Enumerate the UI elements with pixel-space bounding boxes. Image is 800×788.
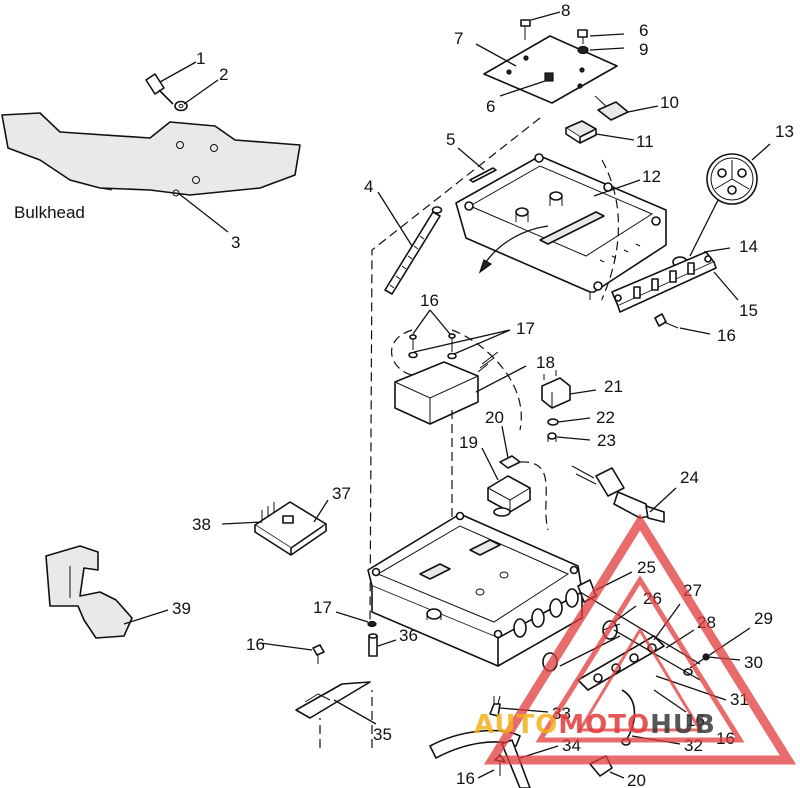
callout-6-lower: 6 <box>486 97 495 116</box>
dash-coil <box>519 461 549 531</box>
callout-23: 23 <box>597 431 616 450</box>
callout-18: 18 <box>536 353 555 372</box>
callout-14: 14 <box>739 237 758 256</box>
callout-3: 3 <box>231 233 240 252</box>
callout-5: 5 <box>446 130 455 149</box>
screw-part-6-top <box>577 29 588 44</box>
callout-24: 24 <box>680 468 699 487</box>
callout-37: 37 <box>332 484 351 503</box>
dash-loop-screws <box>391 329 522 431</box>
callout-10: 10 <box>660 93 679 112</box>
leader-part-13-face <box>689 199 719 257</box>
bracket-part-35 <box>295 681 373 748</box>
callout-11: 11 <box>636 132 654 151</box>
callout-16-left: 16 <box>246 635 265 654</box>
callout-29: 29 <box>754 609 773 628</box>
screw-part-16-right <box>654 313 679 329</box>
nut-part-22 <box>547 418 559 426</box>
module-part-18 <box>394 351 499 425</box>
screw-part-16-upper-left <box>409 334 417 350</box>
screw-part-16-upper-right <box>448 333 456 352</box>
watermark-middle: MOTO <box>558 710 650 740</box>
mounting-plate-part-7 <box>483 35 618 104</box>
spacer-part-23 <box>547 432 557 442</box>
callout-25: 25 <box>637 558 656 577</box>
washer-part-17-lower <box>367 620 377 628</box>
callout-21: 21 <box>604 377 623 396</box>
callouts: 1 2 3 4 5 6 6 7 8 9 10 11 12 13 14 15 16… <box>123 1 794 788</box>
callout-17-upper: 17 <box>516 319 535 338</box>
bolt-part-1 <box>145 73 174 105</box>
callout-17-lower: 17 <box>313 598 332 617</box>
callout-22: 22 <box>596 408 615 427</box>
callout-16-bottom: 16 <box>456 769 475 788</box>
callout-38: 38 <box>192 515 211 534</box>
callout-2: 2 <box>219 65 228 84</box>
callout-12: 12 <box>642 167 661 186</box>
callout-30: 30 <box>744 653 763 672</box>
connector-part-10 <box>594 95 629 121</box>
assembly-line-left <box>369 117 541 625</box>
screw-part-6-lower <box>544 72 554 82</box>
callout-6-top: 6 <box>639 21 648 40</box>
callout-19: 19 <box>459 433 478 452</box>
box-base <box>367 511 583 667</box>
screw-part-8 <box>520 19 531 40</box>
callout-1: 1 <box>196 49 205 68</box>
circuit-board-part-37 <box>254 501 327 556</box>
coil-part-19 <box>487 475 531 517</box>
watermark-prefix: AUTO <box>474 710 558 740</box>
callout-35: 35 <box>373 725 392 744</box>
callout-7: 7 <box>454 29 463 48</box>
callout-16-right: 16 <box>717 326 736 345</box>
callout-20-upper: 20 <box>485 408 504 427</box>
box-cover-part-12 <box>455 153 667 300</box>
callout-20-lower: 20 <box>627 771 646 788</box>
callout-39: 39 <box>172 599 191 618</box>
washer-part-9 <box>577 45 589 55</box>
callout-16-upper: 16 <box>420 291 439 310</box>
rod-part-4 <box>384 206 443 295</box>
switch-part-21 <box>541 370 571 409</box>
bracket-part-39 <box>45 545 133 639</box>
clip-part-20-upper <box>499 455 521 469</box>
clamp-part-33 <box>489 695 501 717</box>
watermark-text: AUTOMOTOHUB <box>474 710 716 740</box>
terminal-strip-part-15 <box>611 251 717 313</box>
callout-15: 15 <box>739 301 758 320</box>
bulkhead-label: Bulkhead <box>14 203 85 222</box>
watermark-logo <box>483 513 797 765</box>
connector-part-11 <box>565 120 597 144</box>
standoff-part-36 <box>368 633 378 657</box>
washer-part-17-right <box>447 352 457 360</box>
bulkhead-panel <box>1 112 301 197</box>
washer-part-17-left <box>408 351 418 359</box>
watermark-suffix: HUB <box>650 710 716 740</box>
connector-face-part-13 <box>706 153 758 205</box>
assembly-line-rear <box>601 159 620 301</box>
screw-part-16-left <box>312 644 325 664</box>
callout-9: 9 <box>639 40 648 59</box>
connector-part-24 <box>571 465 665 523</box>
callout-13: 13 <box>775 122 794 141</box>
callout-8: 8 <box>561 1 570 20</box>
callout-4: 4 <box>364 177 373 196</box>
callout-36: 36 <box>399 626 418 645</box>
wire-part-5 <box>469 167 497 183</box>
